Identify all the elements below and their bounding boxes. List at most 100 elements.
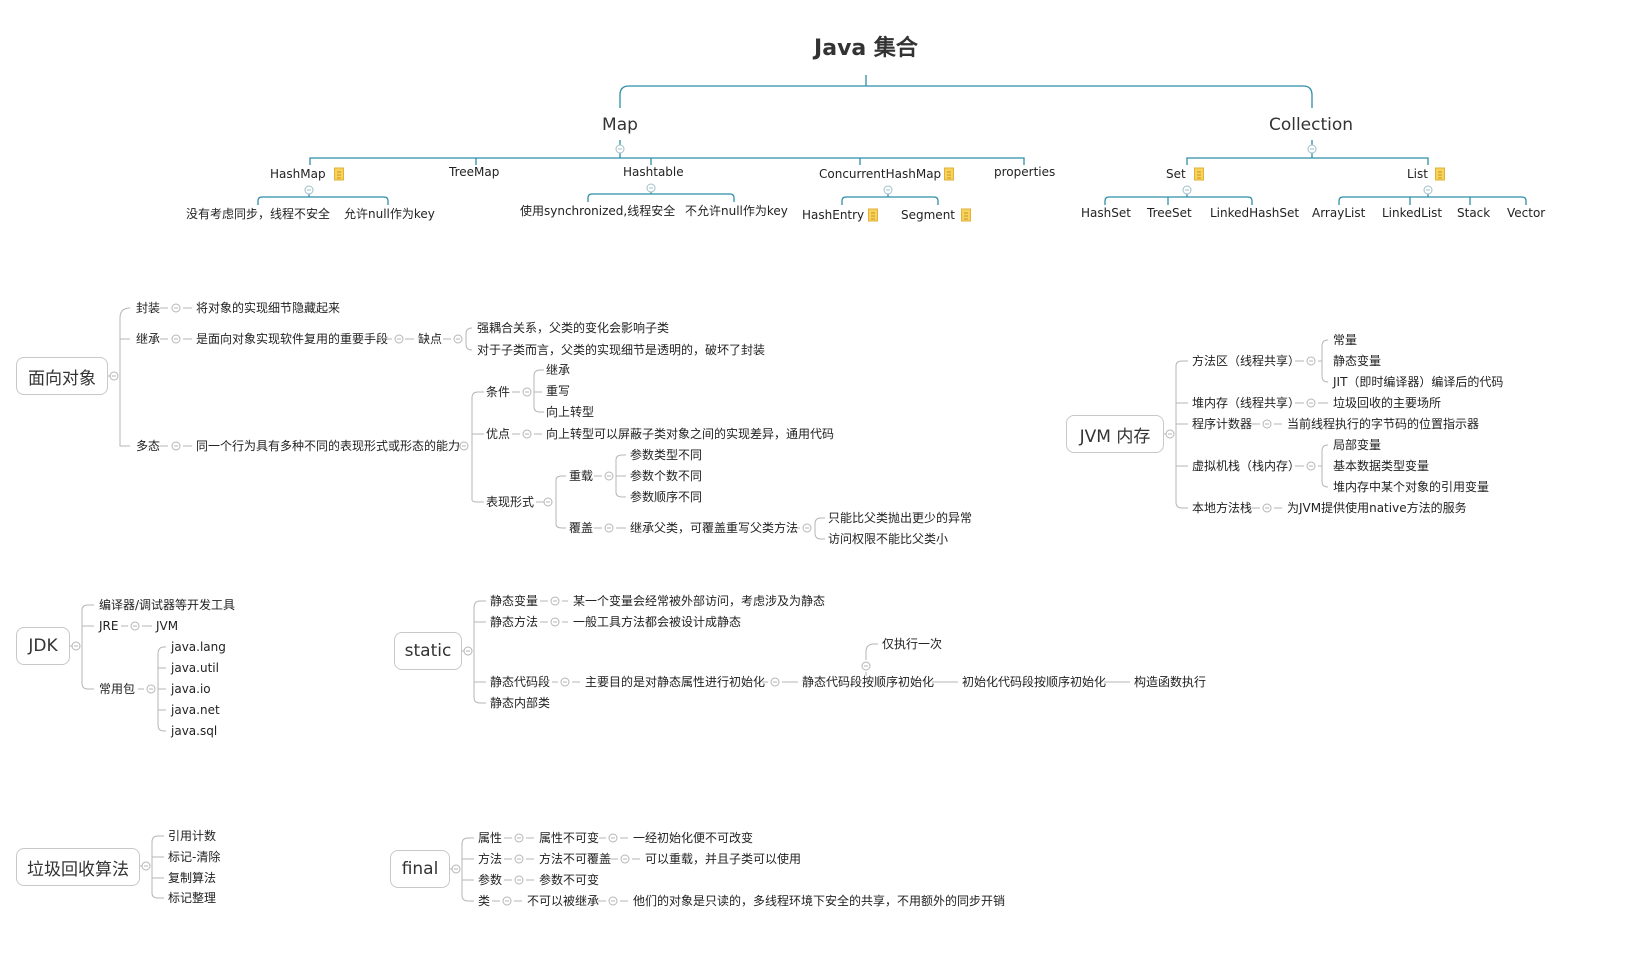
node-advantage[interactable]: 优点 <box>486 427 511 441</box>
node-method-area-item[interactable]: 常量 <box>1333 333 1358 347</box>
node-hashmap[interactable]: HashMap <box>270 167 326 181</box>
node-encapsulation[interactable]: 封装 <box>136 301 161 315</box>
node-static-var[interactable]: 静态变量 <box>490 594 539 608</box>
node-list[interactable]: List <box>1407 167 1428 181</box>
node-gc-algorithm[interactable]: 引用计数 <box>168 829 217 843</box>
node-treemap[interactable]: TreeMap <box>449 165 500 179</box>
node-cons-item[interactable]: 对于子类而言，父类的实现细节是透明的，破坏了封装 <box>477 343 766 357</box>
node-overload-item[interactable]: 参数类型不同 <box>630 448 703 462</box>
node-final-class-detail[interactable]: 他们的对象是只读的，多线程环境下安全的共享，不用额外的同步开销 <box>633 894 1006 908</box>
note-icon[interactable] <box>961 208 971 222</box>
node-heap-desc[interactable]: 垃圾回收的主要场所 <box>1333 396 1442 410</box>
node-vm-stack[interactable]: 虚拟机栈（栈内存） <box>1192 459 1301 473</box>
node-program-counter-desc[interactable]: 当前线程执行的字节码的位置指示器 <box>1287 417 1480 431</box>
node-overload-item[interactable]: 参数个数不同 <box>630 469 703 483</box>
node-encapsulation-desc[interactable]: 将对象的实现细节隐藏起来 <box>196 301 341 315</box>
node-jre[interactable]: JRE <box>99 619 119 633</box>
node-hashmap-child[interactable]: 没有考虑同步，线程不安全 <box>186 207 331 221</box>
note-icon[interactable] <box>334 167 344 181</box>
node-final-param-desc[interactable]: 参数不可变 <box>539 873 600 887</box>
node-static-var-desc[interactable]: 某一个变量会经常被外部访问，考虑涉及为静态 <box>573 594 826 608</box>
node-set[interactable]: Set <box>1166 167 1186 181</box>
node-method-area[interactable]: 方法区（线程共享） <box>1192 354 1301 368</box>
node-conditions[interactable]: 条件 <box>486 385 511 399</box>
node-polymorphism[interactable]: 多态 <box>136 439 161 453</box>
node-hashtable[interactable]: Hashtable <box>623 165 684 179</box>
node-gc-algorithm[interactable]: 复制算法 <box>168 871 217 885</box>
node-condition-item[interactable]: 重写 <box>546 384 571 398</box>
node-method-area-item[interactable]: 静态变量 <box>1333 354 1382 368</box>
node-final-method[interactable]: 方法 <box>478 852 503 866</box>
node-static-block-desc[interactable]: 主要目的是对静态属性进行初始化 <box>585 675 766 689</box>
node-constructor[interactable]: 构造函数执行 <box>1134 675 1207 689</box>
node-method-area-item[interactable]: JIT（即时编译器）编译后的代码 <box>1333 375 1504 389</box>
node-common-packages[interactable]: 常用包 <box>99 682 136 696</box>
node-override-rule[interactable]: 只能比父类抛出更少的异常 <box>828 511 973 525</box>
node-hashtable-child[interactable]: 使用synchronized,线程安全 <box>520 204 676 218</box>
node-hashmap-child[interactable]: 允许null作为key <box>344 207 435 221</box>
node-static-block[interactable]: 静态代码段 <box>490 675 551 689</box>
node-final-root[interactable]: final <box>390 850 450 888</box>
node-heap[interactable]: 堆内存（线程共享） <box>1192 396 1301 410</box>
node-inheritance-cons[interactable]: 缺点 <box>418 332 443 346</box>
node-override-desc[interactable]: 继承父类，可覆盖重写父类方法 <box>630 521 799 535</box>
node-inheritance-desc[interactable]: 是面向对象实现软件复用的重要手段 <box>196 332 389 346</box>
node-final-class[interactable]: 类 <box>478 894 491 908</box>
node-override-rule[interactable]: 访问权限不能比父类小 <box>828 532 949 546</box>
note-icon[interactable] <box>868 208 878 222</box>
node-package[interactable]: java.io <box>171 682 211 696</box>
node-final-attr-desc[interactable]: 属性不可变 <box>539 831 600 845</box>
node-vm-stack-item[interactable]: 堆内存中某个对象的引用变量 <box>1333 480 1490 494</box>
node-condition-item[interactable]: 向上转型 <box>546 405 595 419</box>
node-static-method[interactable]: 静态方法 <box>490 615 539 629</box>
node-final-attr[interactable]: 属性 <box>478 831 503 845</box>
node-static-block-order[interactable]: 静态代码段按顺序初始化 <box>802 675 935 689</box>
node-final-method-detail[interactable]: 可以重载，并且子类可以使用 <box>645 852 802 866</box>
node-properties[interactable]: properties <box>994 165 1056 179</box>
node-init-order[interactable]: 初始化代码段按顺序初始化 <box>962 675 1107 689</box>
node-polymorphism-desc[interactable]: 同一个行为具有多种不同的表现形式或形态的能力 <box>196 439 461 453</box>
node-final-method-desc[interactable]: 方法不可覆盖 <box>539 852 612 866</box>
node-package[interactable]: java.util <box>171 661 219 675</box>
node-package[interactable]: java.net <box>171 703 220 717</box>
node-collection[interactable]: Collection <box>1268 115 1354 135</box>
node-final-class-desc[interactable]: 不可以被继承 <box>527 894 600 908</box>
node-final-attr-detail[interactable]: 一经初始化便不可改变 <box>633 831 754 845</box>
node-overload-item[interactable]: 参数顺序不同 <box>630 490 703 504</box>
node-treeset[interactable]: TreeSet <box>1147 206 1192 220</box>
node-stack[interactable]: Stack <box>1457 206 1491 220</box>
node-package[interactable]: java.sql <box>171 724 218 738</box>
node-jdk-root[interactable]: JDK <box>16 627 70 665</box>
node-overload[interactable]: 重载 <box>569 469 594 483</box>
node-hashentry[interactable]: HashEntry <box>802 208 865 222</box>
node-override[interactable]: 覆盖 <box>569 521 594 535</box>
node-hashtable-child[interactable]: 不允许null作为key <box>685 204 788 218</box>
node-vm-stack-item[interactable]: 局部变量 <box>1333 438 1382 452</box>
node-gc-algorithm[interactable]: 标记-清除 <box>168 850 221 864</box>
node-linkedlist[interactable]: LinkedList <box>1382 206 1443 220</box>
node-condition-item[interactable]: 继承 <box>546 363 571 377</box>
node-static-inner-class[interactable]: 静态内部类 <box>490 696 551 710</box>
node-linkedhashset[interactable]: LinkedHashSet <box>1210 206 1300 220</box>
note-icon[interactable] <box>1194 167 1204 181</box>
node-static-root[interactable]: static <box>394 632 462 670</box>
node-inheritance[interactable]: 继承 <box>136 332 161 346</box>
node-oop-root[interactable]: 面向对象 <box>16 357 108 395</box>
node-segment[interactable]: Segment <box>901 208 955 222</box>
node-map[interactable]: Map <box>602 115 638 135</box>
node-jvm[interactable]: JVM <box>156 619 179 633</box>
node-vector[interactable]: Vector <box>1507 206 1546 220</box>
node-program-counter[interactable]: 程序计数器 <box>1192 417 1253 431</box>
node-execute-once[interactable]: 仅执行一次 <box>882 637 943 651</box>
note-icon[interactable] <box>1435 167 1445 181</box>
node-final-param[interactable]: 参数 <box>478 873 503 887</box>
note-icon[interactable] <box>944 167 954 181</box>
node-native-stack-desc[interactable]: 为JVM提供使用native方法的服务 <box>1287 501 1467 515</box>
node-gc-root[interactable]: 垃圾回收算法 <box>16 848 140 886</box>
node-static-method-desc[interactable]: 一般工具方法都会被设计成静态 <box>573 615 742 629</box>
node-vm-stack-item[interactable]: 基本数据类型变量 <box>1333 459 1430 473</box>
node-gc-algorithm[interactable]: 标记整理 <box>168 891 217 905</box>
node-advantage-desc[interactable]: 向上转型可以屏蔽子类对象之间的实现差异，通用代码 <box>546 427 835 441</box>
node-dev-tools[interactable]: 编译器/调试器等开发工具 <box>99 598 236 612</box>
node-package[interactable]: java.lang <box>171 640 226 654</box>
